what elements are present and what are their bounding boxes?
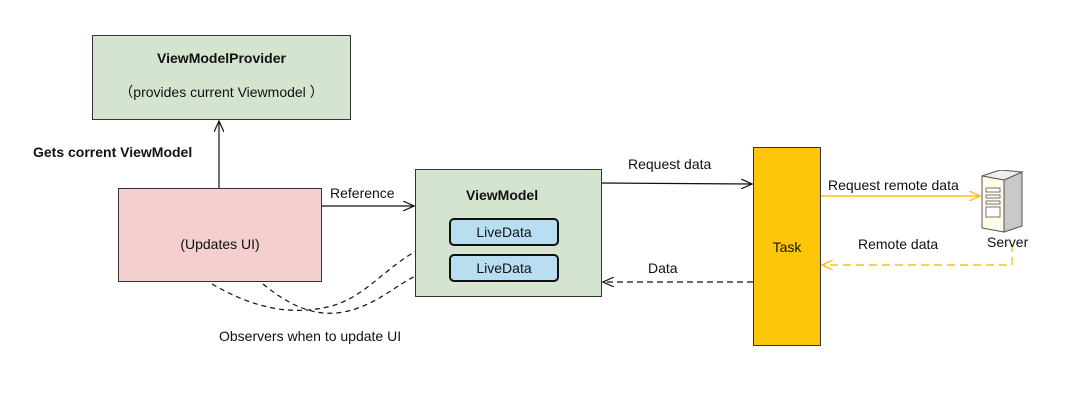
gets-viewmodel-label: Gets corrent ViewModel [33, 144, 193, 160]
reference-label: Reference [330, 185, 395, 201]
view-model-provider-node: ViewModelProvider （provides current View… [92, 35, 351, 120]
live-data-node: LiveData [449, 254, 559, 282]
edge-request-data [601, 183, 752, 184]
view-model-title: ViewModel [466, 187, 539, 203]
task-label: Task [772, 239, 802, 255]
server-label: Server [987, 234, 1029, 250]
request-data-label: Request data [628, 156, 712, 172]
live-data-node: LiveData [449, 218, 559, 246]
observers-label: Observers when to update UI [219, 328, 402, 344]
task-node: Task [753, 147, 821, 346]
request-remote-data-label: Request remote data [828, 177, 959, 193]
edge-observer-1 [211, 239, 446, 311]
remote-data-label: Remote data [858, 236, 939, 252]
ui-node: (Updates UI) [118, 188, 322, 282]
edge-remote-data [822, 244, 1013, 265]
ui-node-label: (Updates UI) [180, 236, 260, 252]
data-label: Data [648, 260, 678, 276]
view-model-node: ViewModel LiveData LiveData [415, 169, 602, 297]
view-model-provider-title: ViewModelProvider [157, 50, 286, 66]
server-tower-icon [978, 169, 1036, 239]
view-model-provider-subtitle: （provides current Viewmodel ） [119, 84, 324, 100]
